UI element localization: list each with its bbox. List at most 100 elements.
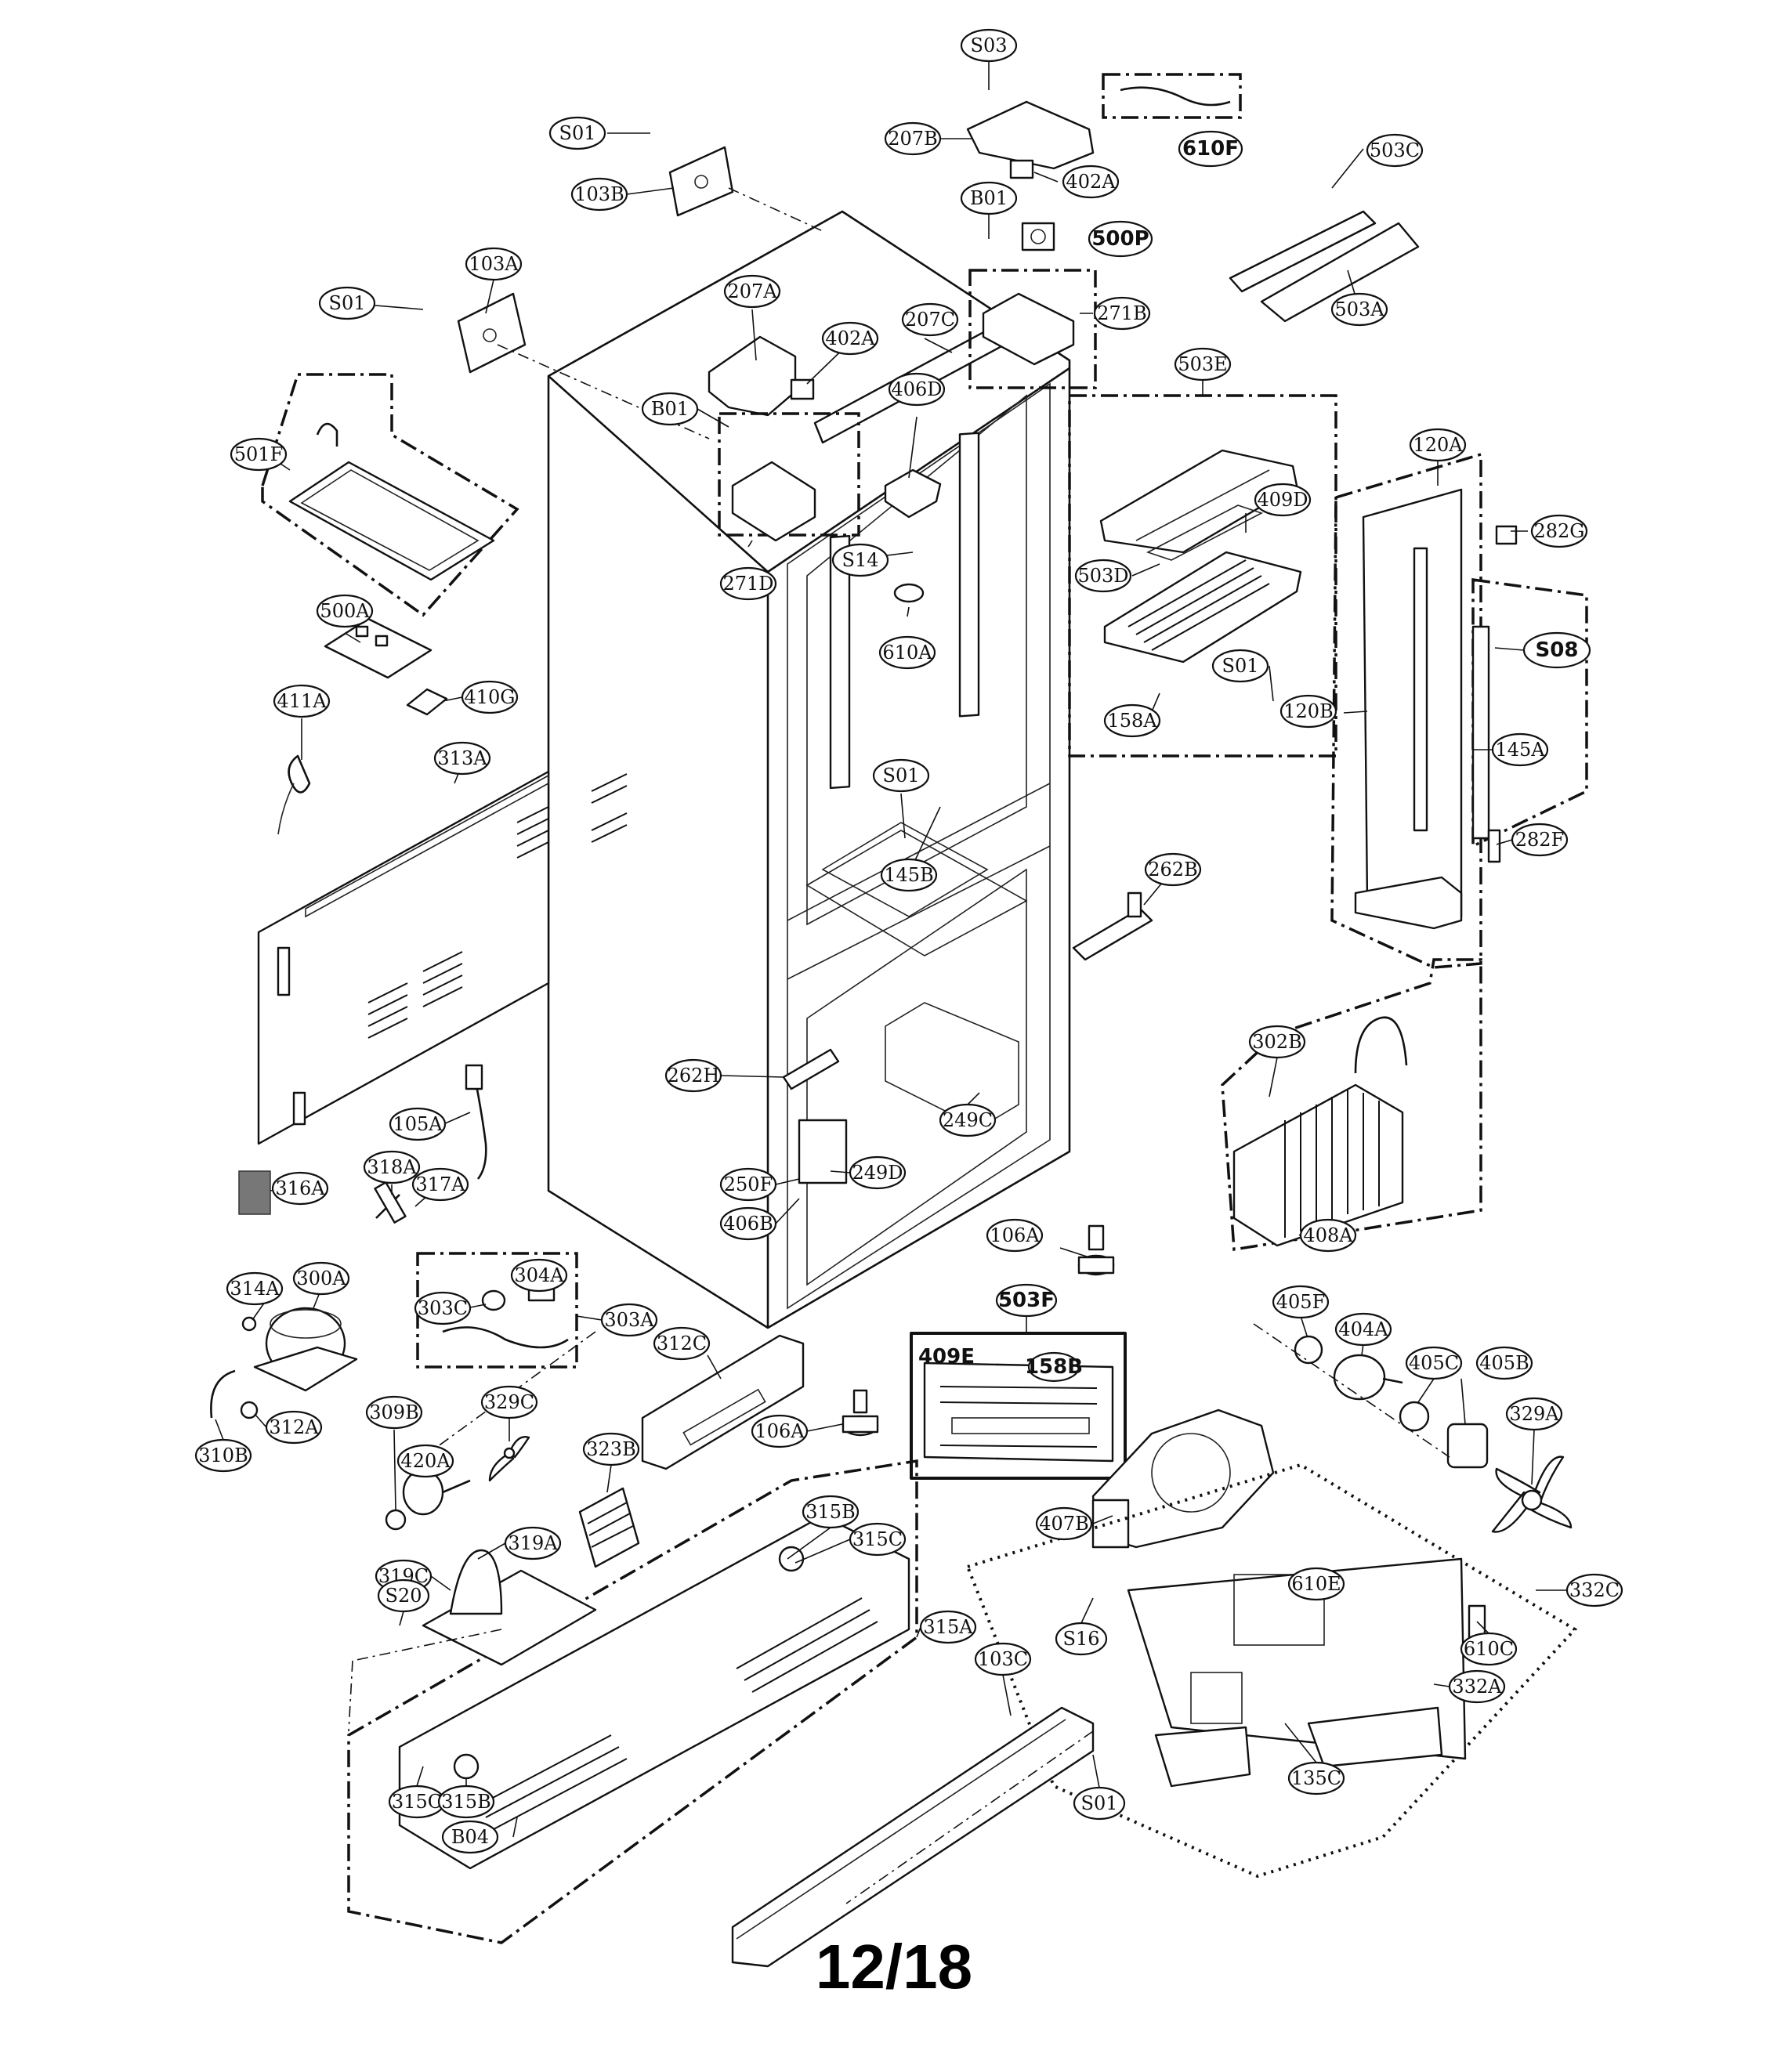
upper-hinge-207a [708, 335, 815, 417]
callout: S01 [548, 116, 606, 150]
hinge-cover-103b [668, 146, 734, 217]
callout: 503A [1330, 292, 1388, 327]
svg-text:503F: 503F [998, 1289, 1055, 1312]
svg-text:501F: 501F [234, 443, 283, 465]
callout: 158A [1103, 703, 1161, 738]
callout: 500A [316, 594, 374, 628]
svg-text:402A: 402A [825, 327, 875, 349]
callout: 318A [363, 1150, 421, 1184]
svg-text:207B: 207B [888, 128, 937, 150]
callout: 106A [751, 1414, 809, 1448]
ice-maker-lid-assembly [261, 373, 519, 617]
svg-text:103C: 103C [978, 1648, 1028, 1670]
callout: 105A [389, 1107, 447, 1141]
bracket-406d [884, 468, 942, 519]
callout: 405B [1475, 1346, 1533, 1380]
callout: 501F [230, 437, 288, 472]
callout: S03 [960, 28, 1018, 63]
svg-text:315B: 315B [441, 1791, 490, 1813]
svg-text:103A: 103A [469, 253, 519, 275]
callout: 313A [433, 741, 491, 776]
svg-text:610E: 610E [1291, 1573, 1341, 1595]
svg-text:500P: 500P [1091, 227, 1149, 251]
svg-text:262H: 262H [668, 1065, 720, 1087]
callout: S20 [377, 1578, 430, 1613]
callout: 302B [1248, 1025, 1306, 1059]
svg-text:410G: 410G [465, 686, 516, 708]
callout: 410G [461, 680, 519, 714]
callout: 407B [1035, 1506, 1093, 1541]
svg-text:407B: 407B [1039, 1513, 1088, 1535]
svg-text:106A: 106A [990, 1224, 1040, 1246]
bracket-262h [782, 1048, 840, 1090]
callout: S08 [1522, 631, 1591, 669]
svg-text:S03: S03 [971, 34, 1008, 56]
callout: 409D [1254, 483, 1312, 517]
svg-text:B04: B04 [451, 1826, 489, 1848]
callout: S01 [1073, 1786, 1126, 1821]
svg-text:105A: 105A [393, 1113, 443, 1135]
svg-text:402A: 402A [1066, 171, 1116, 193]
callout: 304A [510, 1258, 568, 1293]
evaporator-cover-332c [965, 1463, 1578, 1879]
callout: 316A [271, 1171, 329, 1206]
tube-310b [210, 1369, 236, 1419]
callout: 103B [570, 177, 628, 212]
drain-pan-319a [422, 1549, 597, 1666]
callout: 503E [1174, 347, 1232, 381]
svg-text:319A: 319A [508, 1532, 558, 1554]
svg-text:503C: 503C [1370, 139, 1420, 161]
svg-text:249D: 249D [852, 1162, 903, 1184]
base-grille-103c [731, 1706, 1095, 1968]
svg-text:135C: 135C [1291, 1767, 1341, 1789]
callout: 329C [480, 1385, 538, 1419]
svg-text:500A: 500A [320, 600, 370, 622]
callout: 282G [1530, 514, 1588, 548]
svg-text:262B: 262B [1148, 859, 1197, 881]
callout: 319A [504, 1526, 562, 1560]
callout: 314A [226, 1271, 284, 1306]
svg-text:409E: 409E [918, 1345, 975, 1369]
svg-text:145B: 145B [884, 864, 933, 886]
condenser-323b [578, 1487, 640, 1568]
leveling-leg-106a-lower [842, 1389, 879, 1437]
svg-text:314A: 314A [230, 1278, 280, 1300]
callout: 500P [1088, 220, 1153, 258]
grommet-405c [1399, 1401, 1430, 1432]
svg-text:332A: 332A [1452, 1676, 1502, 1698]
svg-text:S01: S01 [559, 122, 596, 144]
sensor-500p [1021, 222, 1055, 251]
display-pcb-503c [1229, 210, 1420, 323]
callout: S01 [1211, 649, 1269, 683]
callout: 145B [880, 858, 938, 892]
svg-text:312C: 312C [657, 1333, 707, 1354]
svg-text:315A: 315A [923, 1616, 973, 1638]
callout: 402A [821, 321, 879, 356]
svg-text:610F: 610F [1182, 137, 1239, 161]
callout: 315C [849, 1522, 907, 1557]
upper-hinge-207b [966, 100, 1095, 179]
hinge-bracket-271b [968, 269, 1097, 389]
svg-text:332C: 332C [1569, 1579, 1620, 1601]
callout: 610E [1287, 1567, 1345, 1601]
svg-text:323B: 323B [586, 1438, 635, 1460]
svg-text:315B: 315B [805, 1501, 855, 1523]
svg-text:S08: S08 [1536, 638, 1579, 662]
callout: 271D [719, 566, 777, 601]
callout: 317A [411, 1167, 469, 1202]
svg-text:B01: B01 [970, 187, 1008, 209]
callout: 315C [388, 1785, 446, 1819]
clip-282g [1495, 525, 1518, 545]
callout: 135C [1287, 1761, 1345, 1795]
callout: 207A [723, 274, 781, 309]
svg-text:282F: 282F [1515, 829, 1564, 851]
svg-text:420A: 420A [400, 1450, 451, 1472]
svg-text:406D: 406D [891, 378, 942, 400]
svg-text:S01: S01 [1222, 655, 1259, 677]
clip-282f [1487, 829, 1501, 863]
refrigerator-cabinet [547, 210, 1071, 1329]
hinge-bracket-271d [718, 412, 860, 542]
callout: S01 [872, 758, 930, 793]
callout: S16 [1055, 1622, 1108, 1656]
